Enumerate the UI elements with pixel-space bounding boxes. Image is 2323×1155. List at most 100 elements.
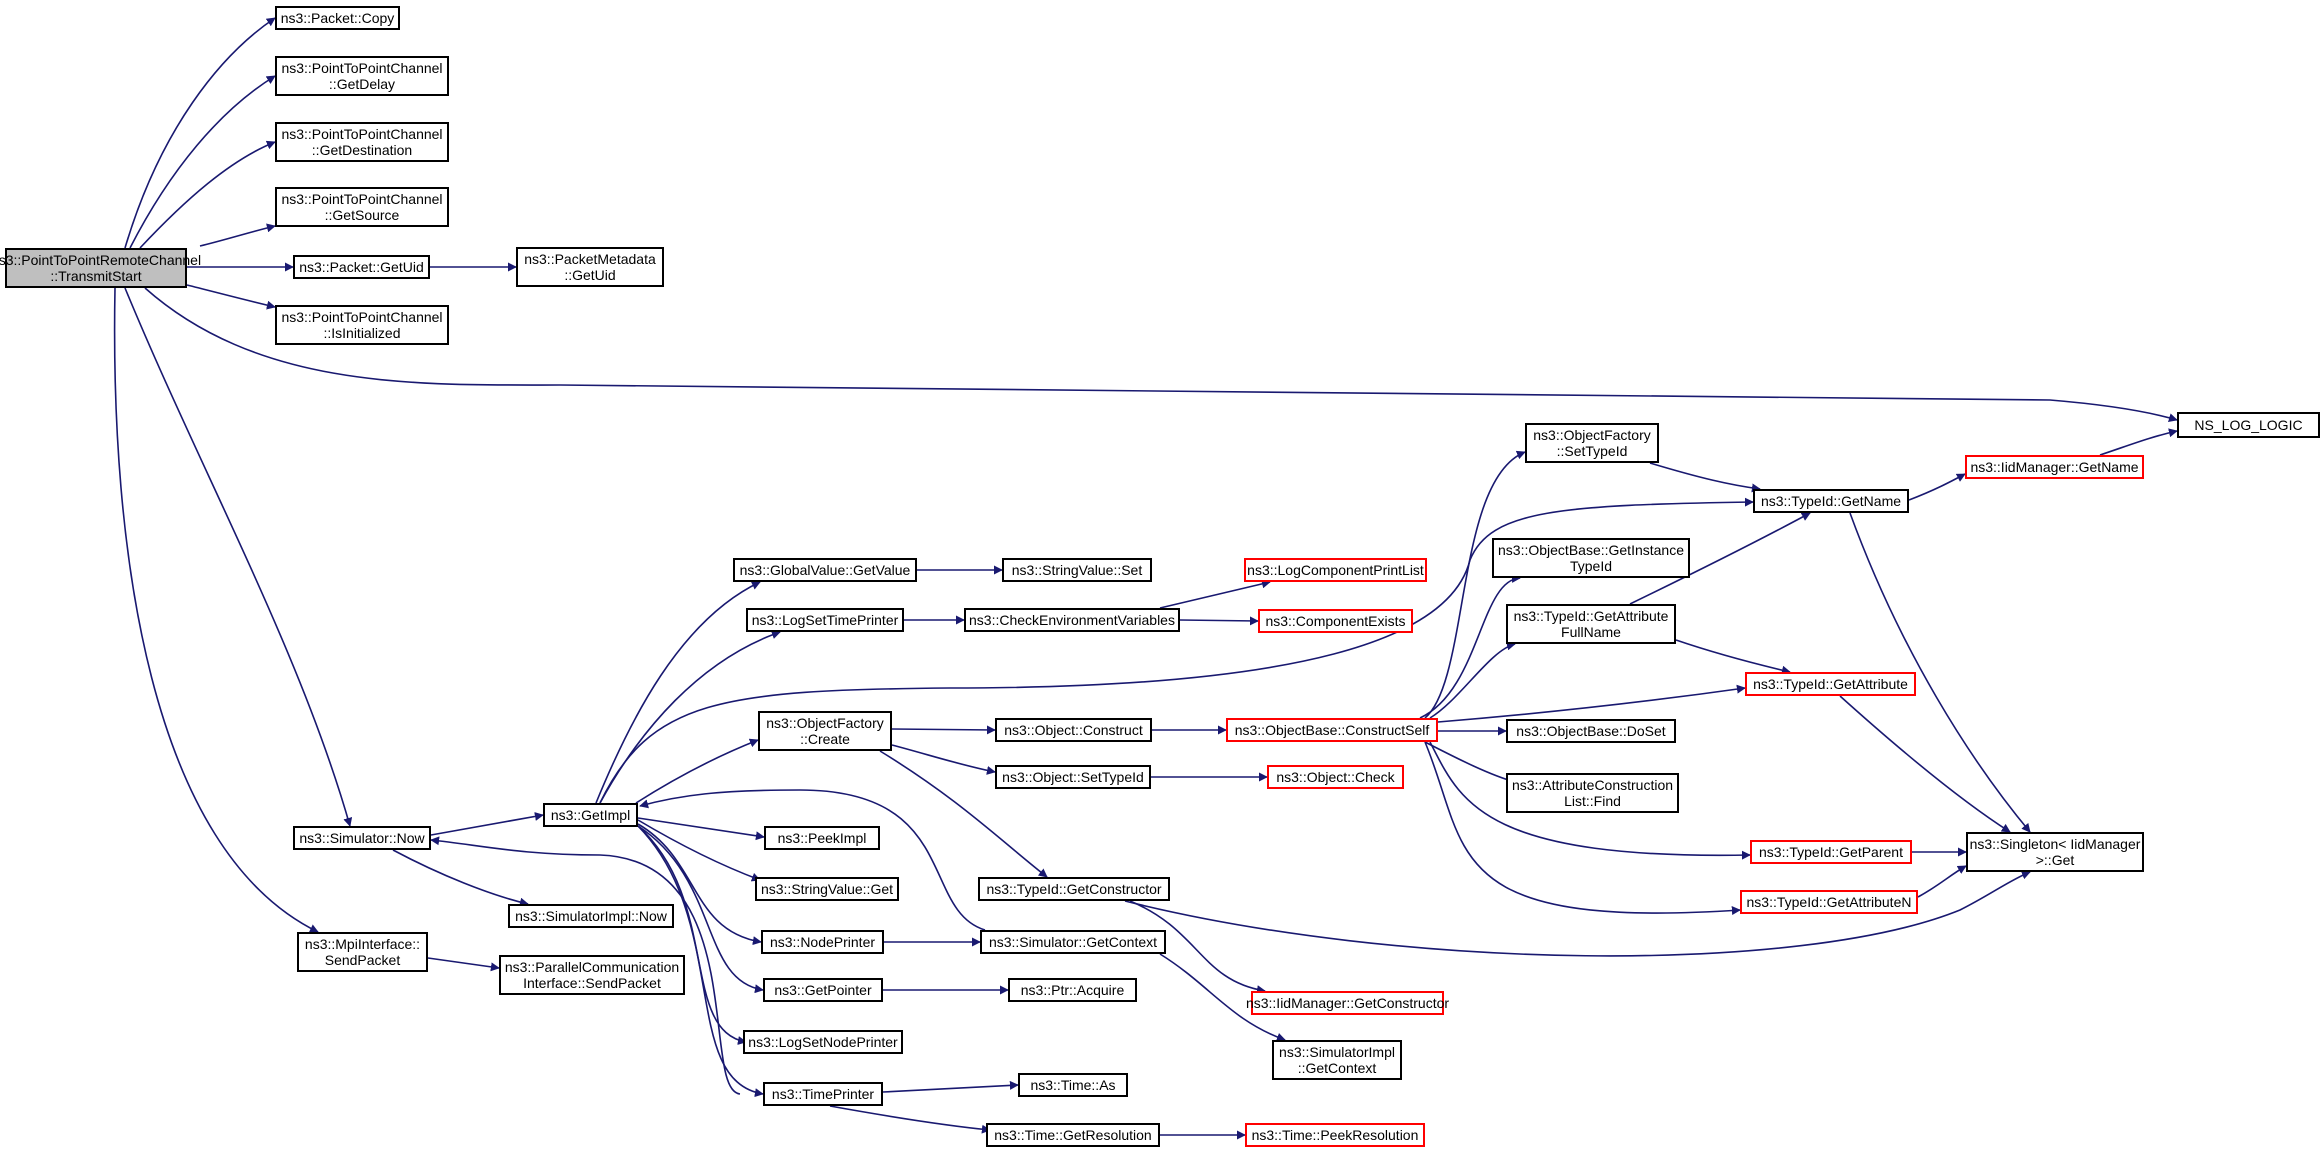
node-log-component-print-list[interactable]: ns3::LogComponentPrintList [1244,558,1427,582]
edge-get-attribute-full-name-to-type-id-get-attribute [1675,639,1791,675]
edge-construct-self-to-attribute-construction-list-find [1424,741,1516,785]
node-component-exists[interactable]: ns3::ComponentExists [1258,609,1413,633]
edge-transmit-start-to-get-source [199,223,276,247]
edge-layer [113,17,2178,1140]
edge-transmit-start-to-mpi-send-packet [113,287,319,933]
node-object-base-construct-self[interactable]: ns3::ObjectBase::ConstructSelf [1226,718,1438,742]
node-get-impl[interactable]: ns3::GetImpl [543,803,638,827]
node-simulator-get-context[interactable]: ns3::Simulator::GetContext [980,930,1166,954]
edge-type-id-get-name-to-singleton-get [1849,512,2031,833]
node-object-check[interactable]: ns3::Object::Check [1267,765,1404,789]
edge-mpi-send-packet-to-parallel-send-packet [427,957,500,972]
node-type-id-get-attribute[interactable]: ns3::TypeId::GetAttribute [1745,672,1916,696]
edge-simulator-now-to-get-impl [430,811,544,836]
node-packet-get-uid[interactable]: ns3::Packet::GetUid [293,255,430,279]
edge-get-impl-to-object-factory-create [635,738,759,804]
edge-type-id-get-attribute-n-to-singleton-get [1917,865,1967,898]
node-object-base-do-set[interactable]: ns3::ObjectBase::DoSet [1506,719,1676,743]
edge-transmit-start-to-ns-log-logic [144,287,2178,423]
edge-construct-self-to-type-id-get-parent [1429,741,1751,860]
edge-construct-self-to-type-id-get-attribute [1437,684,1746,723]
edge-get-attribute-full-name-to-type-id-get-name [1629,512,1811,605]
node-is-initialized[interactable]: ns3::PointToPointChannel ::IsInitialized [275,305,449,345]
node-time-printer[interactable]: ns3::TimePrinter [763,1082,883,1106]
node-transmit-start: ns3::PointToPointRemoteChannel ::Transmi… [0,248,201,288]
edge-time-printer-to-time-get-resolution [829,1105,991,1134]
edge-transmit-start-to-get-destination [139,140,276,249]
edge-get-impl-to-get-pointer [637,825,764,994]
node-get-destination[interactable]: ns3::PointToPointChannel ::GetDestinatio… [275,122,449,162]
edge-transmit-start-to-is-initialized [186,284,276,310]
edge-transmit-start-to-get-delay [129,75,276,249]
node-time-peek-resolution[interactable]: ns3::Time::PeekResolution [1245,1123,1425,1147]
edge-check-env-vars-to-component-exists [1179,616,1259,626]
edge-object-factory-create-to-object-construct [891,725,996,735]
edge-get-impl-to-type-id-get-name [599,497,1754,804]
edge-get-impl-to-global-value-get-value [595,581,761,804]
node-get-delay[interactable]: ns3::PointToPointChannel ::GetDelay [275,56,449,96]
edge-transmit-start-to-simulator-now [124,287,353,827]
edge-object-factory-create-to-type-id-get-constructor [879,750,1048,878]
node-ptr-acquire[interactable]: ns3::Ptr::Acquire [1008,978,1137,1002]
node-log-set-node-printer[interactable]: ns3::LogSetNodePrinter [743,1030,903,1054]
node-peek-impl[interactable]: ns3::PeekImpl [764,826,880,850]
node-type-id-get-constructor[interactable]: ns3::TypeId::GetConstructor [978,877,1170,901]
edge-construct-self-to-type-id-get-attribute-n [1424,741,1741,916]
edge-simulator-get-context-to-get-impl [639,789,986,931]
edge-type-id-get-attribute-to-singleton-get [1839,695,2011,833]
node-type-id-get-attribute-full-name[interactable]: ns3::TypeId::GetAttribute FullName [1506,604,1676,644]
node-object-factory-set-type-id[interactable]: ns3::ObjectFactory ::SetTypeId [1525,423,1659,463]
node-time-get-resolution[interactable]: ns3::Time::GetResolution [986,1123,1160,1147]
node-node-printer[interactable]: ns3::NodePrinter [761,930,884,954]
edge-simulator-now-to-simulator-impl-now [392,849,529,907]
edge-construct-self-to-get-instance-type-id [1419,573,1521,719]
edge-check-env-vars-to-log-component-print-list [1159,579,1271,609]
edge-type-id-get-constructor-to-singleton-get [1124,870,2031,957]
node-simulator-now[interactable]: ns3::Simulator::Now [293,826,431,850]
node-object-construct[interactable]: ns3::Object::Construct [995,718,1152,742]
node-time-as[interactable]: ns3::Time::As [1018,1073,1128,1097]
node-singleton-get[interactable]: ns3::Singleton< IidManager >::Get [1966,832,2144,872]
node-iid-get-name[interactable]: ns3::IidManager::GetName [1965,455,2144,479]
node-iid-get-constructor[interactable]: ns3::IidManager::GetConstructor [1246,991,1449,1015]
edge-simulator-get-context-to-simulator-impl-get-context [1159,953,1286,1042]
edge-object-factory-set-type-id-to-type-id-get-name [1649,462,1761,493]
edge-construct-self-to-get-attribute-full-name [1429,641,1516,719]
node-packet-copy[interactable]: ns3::Packet::Copy [275,6,400,30]
node-object-factory-create[interactable]: ns3::ObjectFactory ::Create [758,711,892,751]
node-type-id-get-parent[interactable]: ns3::TypeId::GetParent [1750,840,1912,864]
node-string-value-get[interactable]: ns3::StringValue::Get [755,877,899,901]
edge-get-impl-to-time-printer [637,825,764,1098]
node-simulator-impl-now[interactable]: ns3::SimulatorImpl::Now [508,904,674,928]
node-type-id-get-attribute-n[interactable]: ns3::TypeId::GetAttributeN [1740,890,1918,914]
node-string-value-set[interactable]: ns3::StringValue::Set [1002,558,1152,582]
edge-get-impl-to-peek-impl [637,817,765,841]
node-attribute-construction-list-find[interactable]: ns3::AttributeConstruction List::Find [1506,773,1679,813]
node-get-pointer[interactable]: ns3::GetPointer [763,978,883,1002]
node-get-source[interactable]: ns3::PointToPointChannel ::GetSource [275,187,449,227]
edge-time-printer-to-time-as [882,1080,1019,1093]
node-log-set-time-printer[interactable]: ns3::LogSetTimePrinter [746,608,904,632]
node-global-value-get-value[interactable]: ns3::GlobalValue::GetValue [733,558,917,582]
node-packet-metadata-get-uid[interactable]: ns3::PacketMetadata ::GetUid [516,247,664,287]
edge-type-id-get-name-to-iid-get-name [1908,473,1966,501]
edge-iid-get-name-to-ns-log-logic [2099,428,2178,456]
node-object-set-type-id[interactable]: ns3::Object::SetTypeId [995,765,1151,789]
node-ns-log-logic[interactable]: NS_LOG_LOGIC [2177,412,2320,438]
node-parallel-send-packet[interactable]: ns3::ParallelCommunication Interface::Se… [499,955,685,995]
node-mpi-send-packet[interactable]: ns3::MpiInterface:: SendPacket [297,932,428,972]
node-check-env-vars[interactable]: ns3::CheckEnvironmentVariables [964,608,1180,632]
edge-get-impl-to-log-set-time-printer [599,630,781,804]
edge-transmit-start-to-packet-copy [124,17,276,249]
node-object-base-get-instance-type-id[interactable]: ns3::ObjectBase::GetInstance TypeId [1492,538,1690,578]
edge-construct-self-to-object-factory-set-type-id [1424,450,1526,719]
edge-object-factory-create-to-object-set-type-id [891,744,996,775]
node-simulator-impl-get-context[interactable]: ns3::SimulatorImpl ::GetContext [1272,1040,1402,1080]
node-type-id-get-name[interactable]: ns3::TypeId::GetName [1753,489,1909,513]
edge-time-printer-to-simulator-now [430,836,741,1095]
edge-get-impl-to-node-printer [637,823,762,946]
edge-get-impl-to-string-value-get [637,819,761,882]
edge-type-id-get-constructor-to-iid-get-constructor [1129,900,1266,995]
